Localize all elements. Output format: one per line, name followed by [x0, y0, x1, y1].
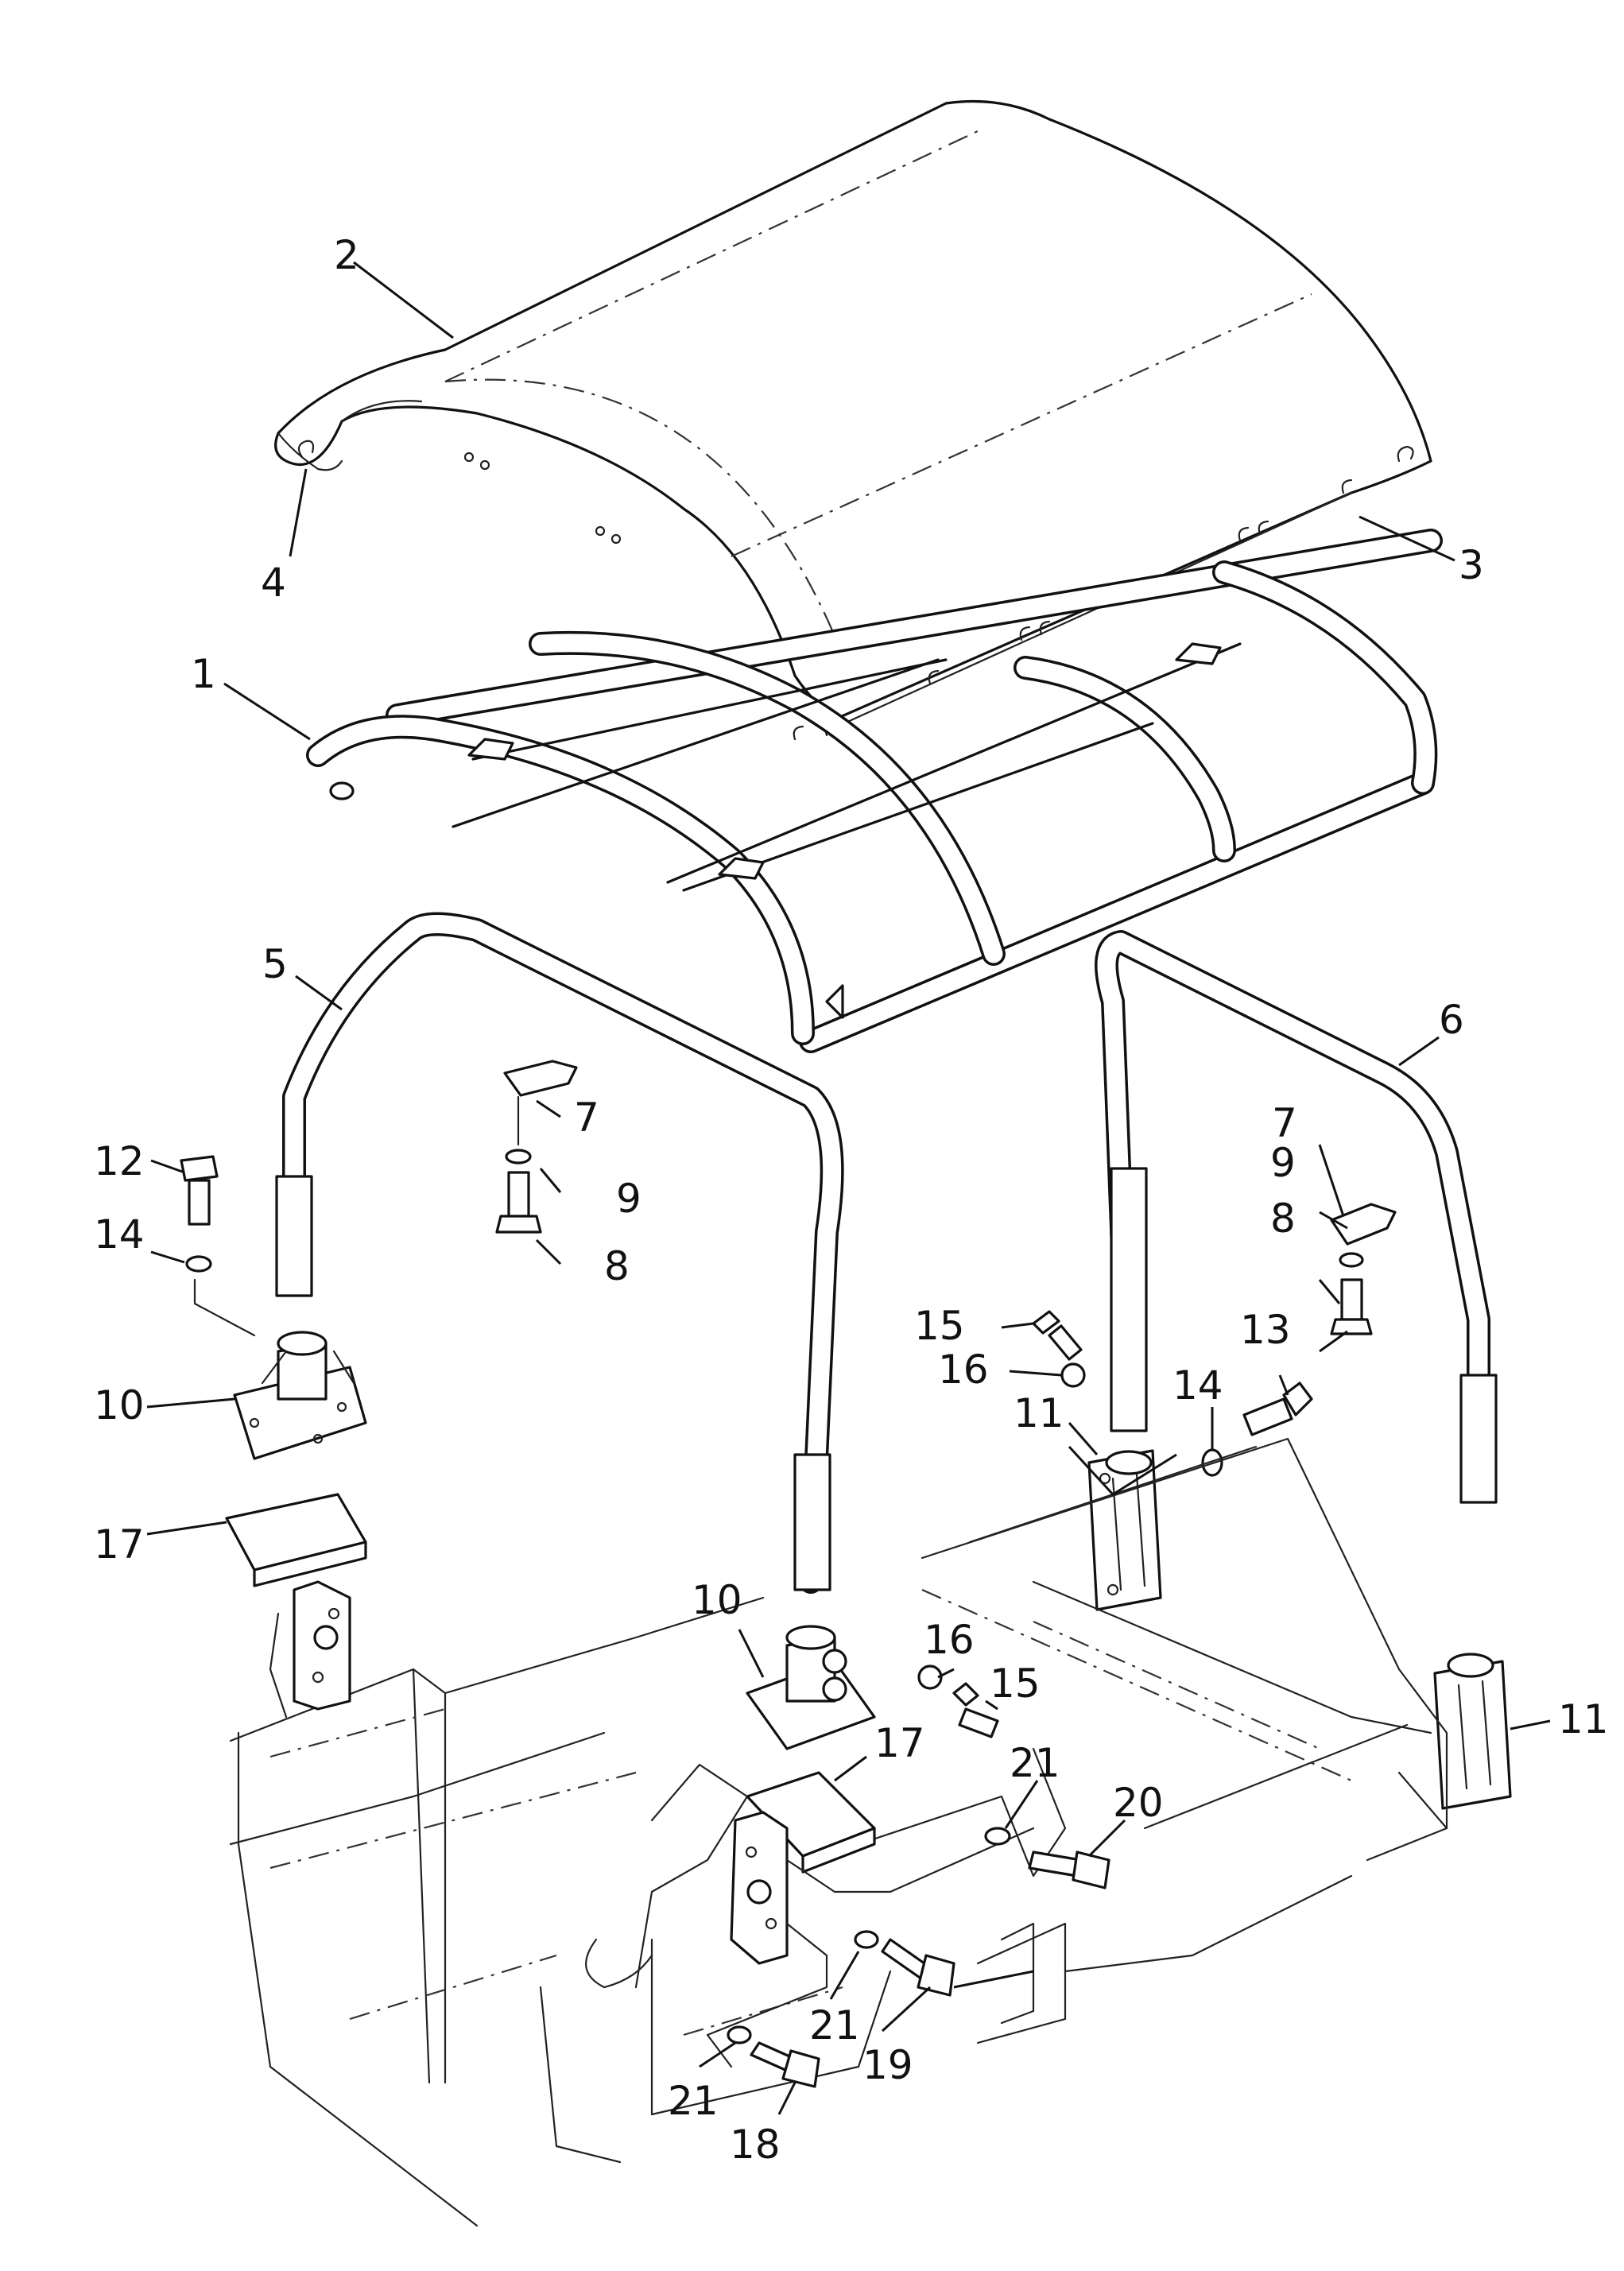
post-right: [1095, 930, 1498, 1504]
callout-8-right: 8: [1270, 1196, 1296, 1242]
callout-7-left: 7: [574, 1095, 599, 1141]
callout-19: 19: [862, 2042, 913, 2088]
callout-21-top: 21: [1010, 1740, 1060, 1786]
callout-10-left: 10: [94, 1382, 145, 1428]
canopy-frame: [306, 529, 1443, 1053]
lower-bolts: [727, 1827, 1110, 2088]
canopy-cover: [274, 99, 1432, 721]
callout-4: 4: [261, 560, 286, 606]
callout-8-left: 8: [604, 1243, 630, 1289]
callout-12: 12: [94, 1138, 145, 1184]
callout-15-top: 15: [914, 1303, 965, 1349]
callout-17-center: 17: [874, 1720, 925, 1766]
callout-11-center: 11: [1014, 1390, 1064, 1436]
callout-10-center: 10: [692, 1577, 742, 1623]
callout-21-mid: 21: [809, 2002, 860, 2048]
callout-2: 2: [334, 232, 359, 278]
bracket-center: [706, 1771, 1035, 2068]
callout-16-top: 16: [938, 1347, 989, 1393]
base-center: [746, 1625, 876, 1750]
callout-14-right: 14: [1172, 1362, 1223, 1409]
callout-11-right: 11: [1558, 1696, 1609, 1742]
bolt-left: [180, 1155, 256, 1337]
callout-7-right: 7: [1272, 1100, 1297, 1146]
callout-3: 3: [1459, 542, 1484, 588]
callout-15-lower: 15: [990, 1661, 1041, 1707]
callout-labels: 1 2 3 4 5 6 7 7 8 8 9 9 10 10 11 11 12 1…: [94, 232, 1609, 2168]
clamp-left: [495, 1060, 578, 1234]
clamp-right: [1330, 1203, 1397, 1335]
callout-9-left: 9: [616, 1176, 641, 1222]
hinge-right: [1433, 1653, 1512, 1810]
callout-16-lower: 16: [924, 1617, 975, 1663]
callout-9-right: 9: [1270, 1140, 1296, 1186]
callout-1: 1: [191, 651, 216, 697]
bracket-left: [225, 1493, 367, 1719]
callout-14-left: 14: [94, 1211, 145, 1258]
callout-18: 18: [730, 2122, 781, 2168]
callout-17-left: 17: [94, 1521, 145, 1568]
hinge-center: [1087, 1449, 1162, 1611]
callout-13: 13: [1240, 1307, 1291, 1353]
callout-20: 20: [1113, 1780, 1164, 1826]
callout-6: 6: [1439, 997, 1464, 1043]
callout-21-low: 21: [668, 2078, 719, 2124]
base-left: [233, 1331, 367, 1460]
leader-lines: [146, 261, 1551, 2115]
callout-5: 5: [262, 941, 288, 987]
post-left: [275, 912, 844, 1594]
hinge-bolts: [917, 1310, 1313, 1738]
